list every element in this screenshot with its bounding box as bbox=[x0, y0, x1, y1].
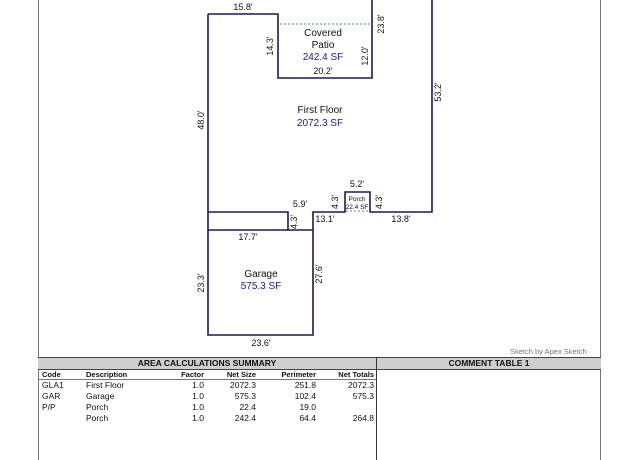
patio-size: 242.4 SF bbox=[303, 52, 344, 63]
cell-perimeter: 102.4 bbox=[294, 391, 316, 401]
header-divider bbox=[38, 379, 376, 380]
dim-step-side: 4.3' bbox=[289, 215, 299, 230]
header-description: Description bbox=[86, 370, 128, 379]
cell-description: Porch bbox=[86, 413, 109, 423]
dim-porch-top: 5.2' bbox=[350, 179, 365, 189]
dim-right-side: 53.2' bbox=[433, 82, 443, 102]
cell-net-size: 242.4 bbox=[234, 413, 256, 423]
dim-left-side: 48.0' bbox=[196, 110, 206, 130]
cell-factor: 1.0 bbox=[192, 413, 204, 423]
dim-garage-bottom: 23.6' bbox=[251, 338, 271, 348]
garage-name: Garage bbox=[244, 269, 278, 280]
cell-code: P/P bbox=[42, 402, 56, 412]
dim-garage-left: 23.3' bbox=[196, 273, 206, 293]
dim-top-left: 15.8' bbox=[233, 2, 253, 12]
patio-name-line1: Covered bbox=[304, 28, 342, 39]
cell-net-totals: 575.3 bbox=[352, 391, 374, 401]
table-row: Porch 1.0 242.4 64.4 264.8 bbox=[38, 413, 376, 423]
table-row: GAR Garage 1.0 575.3 102.4 575.3 bbox=[38, 391, 376, 401]
cell-factor: 1.0 bbox=[192, 380, 204, 390]
cell-factor: 1.0 bbox=[192, 391, 204, 401]
floor-plan-sketch: Covered Patio 242.4 SF First Floor 2072.… bbox=[196, 0, 443, 348]
header-perimeter: Perimeter bbox=[281, 370, 316, 379]
dim-patio-bottom: 20.2' bbox=[313, 66, 333, 76]
cell-net-size: 22.4 bbox=[239, 402, 256, 412]
table-row: GLA1 First Floor 1.0 2072.3 251.8 2072.3 bbox=[38, 380, 376, 390]
cell-perimeter: 19.0 bbox=[299, 402, 316, 412]
sketch-credit: Sketch by Apex Sketch bbox=[510, 347, 587, 356]
first-floor-name: First Floor bbox=[298, 105, 344, 116]
header-net-totals: Net Totals bbox=[338, 370, 374, 379]
header-net-size: Net Size bbox=[226, 370, 256, 379]
dim-right-upper: 23.8' bbox=[376, 14, 386, 34]
building-outline bbox=[207, 0, 433, 336]
dim-step-bottom: 13.1' bbox=[315, 214, 335, 224]
header-factor: Factor bbox=[181, 370, 204, 379]
right-margin-line bbox=[600, 0, 601, 460]
dim-garage-top: 17.7' bbox=[238, 232, 258, 242]
cell-net-totals: 2072.3 bbox=[348, 380, 374, 390]
cell-net-totals: 264.8 bbox=[352, 413, 374, 423]
cell-perimeter: 251.8 bbox=[294, 380, 316, 390]
cell-description: First Floor bbox=[86, 380, 125, 390]
dim-patio-left: 14.3' bbox=[265, 36, 275, 56]
garage-size: 575.3 SF bbox=[241, 281, 282, 292]
cell-perimeter: 64.4 bbox=[299, 413, 316, 423]
porch-size: 22.4 SF bbox=[346, 204, 369, 211]
cell-description: Porch bbox=[86, 402, 109, 412]
first-floor-size: 2072.3 SF bbox=[297, 118, 343, 129]
porch-name: Porch bbox=[349, 196, 366, 203]
table-row: P/P Porch 1.0 22.4 19.0 bbox=[38, 402, 376, 412]
area-table-title: AREA CALCULATIONS SUMMARY bbox=[38, 357, 376, 370]
cell-code: GAR bbox=[42, 391, 61, 401]
left-margin-line bbox=[38, 0, 39, 460]
area-calculations-table: AREA CALCULATIONS SUMMARY Code Descripti… bbox=[38, 357, 376, 460]
summary-section: AREA CALCULATIONS SUMMARY Code Descripti… bbox=[38, 357, 601, 460]
dim-step-top: 5.9' bbox=[293, 199, 308, 209]
dim-patio-right: 12.0' bbox=[360, 46, 370, 66]
cell-description: Garage bbox=[86, 391, 115, 401]
dim-garage-right: 27.6' bbox=[314, 264, 324, 284]
dim-porch-left: 4.3' bbox=[330, 195, 340, 210]
step-outline bbox=[208, 211, 313, 231]
comment-table-title: COMMENT TABLE 1 bbox=[377, 357, 601, 370]
cell-factor: 1.0 bbox=[192, 402, 204, 412]
cell-net-size: 575.3 bbox=[234, 391, 256, 401]
dim-bottom-right: 13.8' bbox=[391, 214, 411, 224]
cell-code: GLA1 bbox=[42, 380, 64, 390]
cell-net-size: 2072.3 bbox=[230, 380, 256, 390]
patio-name-line2: Patio bbox=[312, 40, 335, 51]
comment-table: COMMENT TABLE 1 bbox=[376, 357, 601, 460]
header-code: Code bbox=[42, 370, 61, 379]
dim-porch-right: 4.3' bbox=[374, 195, 384, 210]
